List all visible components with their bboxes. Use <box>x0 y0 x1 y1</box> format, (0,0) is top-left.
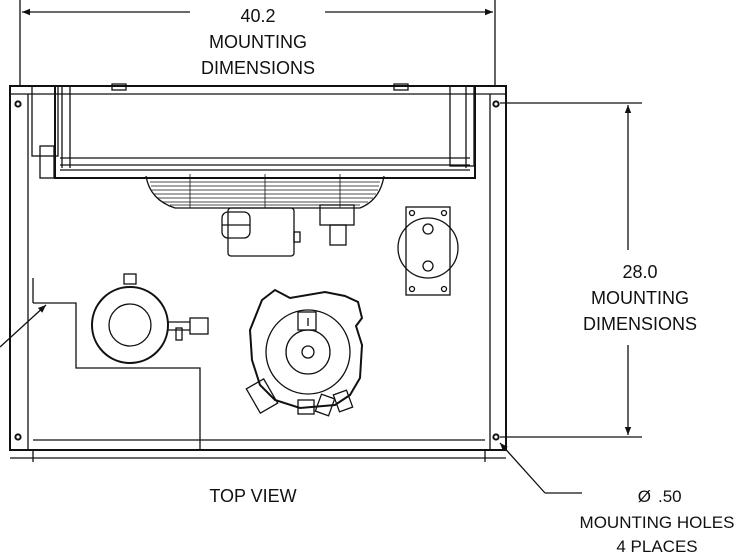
base-pan <box>9 85 507 462</box>
depth-dimension: 28.0 MOUNTING DIMENSIONS <box>500 102 697 438</box>
condenser-coil <box>31 83 476 179</box>
mounting-hole-icon <box>492 100 500 108</box>
fan-motor <box>221 207 301 257</box>
left-leader <box>0 304 47 348</box>
fan-guard <box>145 174 385 209</box>
width-dimension: 40.2 MOUNTING DIMENSIONS <box>19 0 496 86</box>
view-label: TOP VIEW <box>209 486 296 506</box>
mounting-hole-callout: Ø .50 MOUNTING HOLES 4 PLACES <box>499 442 735 556</box>
electrical-box-outline <box>32 278 201 450</box>
mounting-hole-icon <box>492 433 500 441</box>
depth-dimension-value: 28.0 <box>622 262 657 282</box>
compressor <box>245 288 364 417</box>
filter-drier <box>319 204 355 246</box>
width-dimension-label-line1: MOUNTING <box>209 32 307 52</box>
hole-callout-line2: 4 PLACES <box>616 537 697 556</box>
mounting-hole-icon <box>14 433 22 441</box>
width-dimension-label-line2: DIMENSIONS <box>201 58 315 78</box>
depth-dimension-label-line1: MOUNTING <box>591 288 689 308</box>
hole-diameter-value: .50 <box>658 487 682 506</box>
mounting-hole-icon <box>14 100 22 108</box>
depth-dimension-label-line2: DIMENSIONS <box>583 314 697 334</box>
width-dimension-value: 40.2 <box>240 6 275 26</box>
hole-callout-line1: MOUNTING HOLES <box>580 513 735 532</box>
receiver-tank <box>397 206 459 296</box>
accumulator <box>91 273 209 364</box>
hole-diameter-symbol: Ø <box>638 487 651 506</box>
